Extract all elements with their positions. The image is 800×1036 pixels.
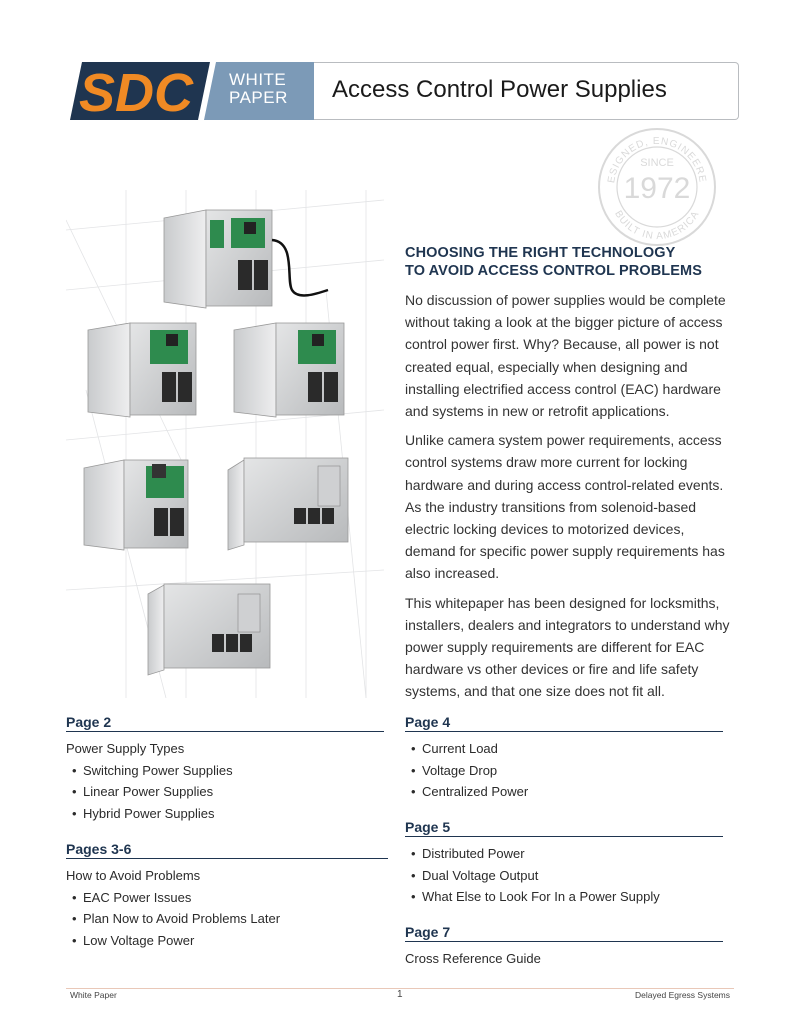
- power-supply-unit-5: [227, 457, 349, 551]
- toc-subtitle: How to Avoid Problems: [66, 868, 201, 883]
- power-supply-unit-3: [233, 322, 345, 418]
- toc-item: Low Voltage Power: [66, 930, 388, 952]
- toc-item: What Else to Look For In a Power Supply: [405, 886, 723, 908]
- toc-item: Voltage Drop: [405, 760, 723, 782]
- power-supply-unit-4: [83, 459, 189, 551]
- toc-heading[interactable]: Page 4: [405, 714, 723, 732]
- power-supply-unit-2: [87, 322, 197, 418]
- toc-item: Distributed Power: [405, 843, 723, 865]
- toc-item: Current Load: [405, 738, 723, 760]
- toc-item: Plan Now to Avoid Problems Later: [66, 908, 388, 930]
- toc-heading[interactable]: Page 2: [66, 714, 384, 732]
- toc-section-page-2: Page 2 Power Supply Types Switching Powe…: [66, 714, 384, 824]
- toc-item: EAC Power Issues: [66, 887, 388, 909]
- page-title: Access Control Power Supplies: [332, 76, 667, 103]
- power-supply-unit-6: [147, 583, 271, 676]
- logo-text: SDC: [79, 63, 194, 120]
- intro-article: CHOOSING THE RIGHT TECHNOLOGY TO AVOID A…: [405, 244, 735, 710]
- power-supply-products-image: [66, 190, 384, 698]
- toc-item: Dual Voltage Output: [405, 865, 723, 887]
- toc-section-page-4: Page 4 Current Load Voltage Drop Central…: [405, 714, 723, 803]
- toc-subtitle: Power Supply Types: [66, 741, 185, 756]
- article-paragraph: Unlike camera system power requirements,…: [405, 432, 725, 582]
- article-paragraph: This whitepaper has been designed for lo…: [405, 594, 730, 700]
- toc-item: Switching Power Supplies: [66, 760, 384, 782]
- title-frame: [300, 62, 739, 120]
- article-paragraph: No discussion of power supplies would be…: [405, 292, 726, 420]
- document-header: SDC WHITE PAPER Access Control Power Sup…: [70, 62, 739, 120]
- svg-text:BUILT IN AMERICA: BUILT IN AMERICA: [612, 209, 702, 242]
- page-number: 1: [397, 989, 403, 1000]
- toc-section-pages-3-6: Pages 3-6 How to Avoid Problems EAC Powe…: [66, 841, 388, 951]
- toc-heading[interactable]: Pages 3-6: [66, 841, 388, 859]
- toc-heading[interactable]: Page 5: [405, 819, 723, 837]
- footer-right: Delayed Egress Systems: [635, 990, 730, 1000]
- since-1972-seal: DESIGNED, ENGINEERED BUILT IN AMERICA SI…: [596, 126, 716, 246]
- footer-left: White Paper: [70, 990, 117, 1000]
- toc-heading[interactable]: Page 7: [405, 924, 723, 942]
- white-paper-label: WHITE PAPER: [229, 70, 288, 107]
- toc-item: Centralized Power: [405, 781, 723, 803]
- svg-text:SINCE: SINCE: [640, 157, 674, 169]
- footer-divider: [66, 988, 734, 989]
- toc-section-page-7: Page 7 Cross Reference Guide: [405, 924, 723, 970]
- toc-item: Hybrid Power Supplies: [66, 803, 384, 825]
- article-heading: CHOOSING THE RIGHT TECHNOLOGY TO AVOID A…: [405, 245, 702, 279]
- toc-subtitle: Cross Reference Guide: [405, 951, 541, 966]
- toc-section-page-5: Page 5 Distributed Power Dual Voltage Ou…: [405, 819, 723, 908]
- white-paper-tab: [204, 62, 314, 120]
- svg-text:1972: 1972: [624, 172, 691, 205]
- toc-item: Linear Power Supplies: [66, 781, 384, 803]
- sdc-logo: SDC: [70, 62, 210, 120]
- power-supply-unit-1: [163, 209, 329, 309]
